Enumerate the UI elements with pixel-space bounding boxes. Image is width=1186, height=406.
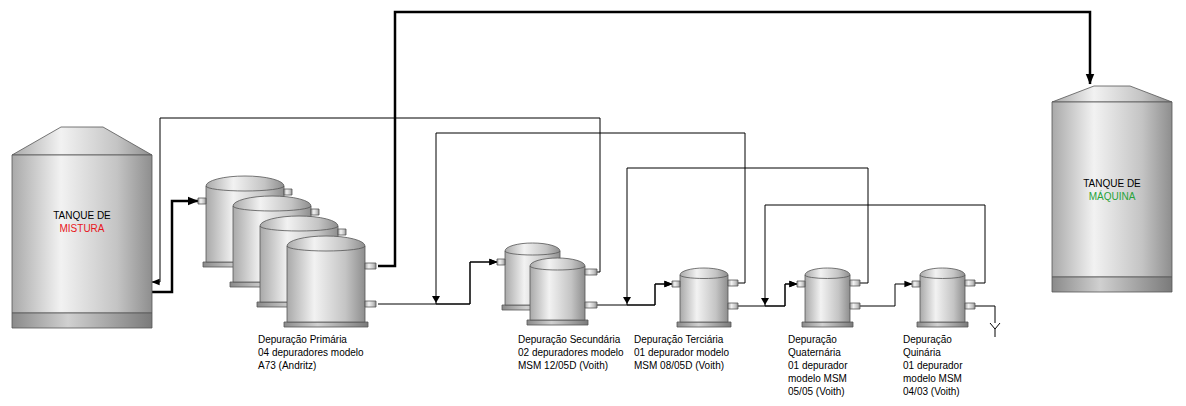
flow-line [860, 284, 912, 306]
tank-name: MÁQUINA [1052, 190, 1172, 203]
screen-stage: Depuração Quinária01 depurador modelo MS… [912, 266, 975, 326]
base-plate [917, 322, 968, 327]
dome-rim [233, 206, 311, 211]
nozzle [198, 198, 206, 204]
nozzle [585, 302, 597, 308]
nozzle [311, 209, 319, 215]
stage-spec: 04 depuradores modelo A73 (Andritz) [258, 346, 376, 372]
dome-rim [920, 275, 965, 279]
tank-label: TANQUE DE [12, 209, 152, 222]
screen-cylinder [805, 268, 850, 322]
tank-text: TANQUE DEMISTURA [12, 209, 152, 235]
flow-line [597, 284, 672, 305]
tank-label: TANQUE DE [1052, 177, 1172, 190]
base-plate [527, 320, 588, 325]
storage-tank: TANQUE DEMISTURA [12, 125, 152, 328]
junction-arrowhead [623, 297, 631, 304]
stage-title: Depuração Secundária [518, 333, 630, 346]
dome-rim [206, 186, 284, 191]
nozzle [672, 281, 680, 287]
junction-arrowhead [761, 298, 769, 305]
screen-stage: Depuração Primária04 depuradores modelo … [198, 176, 378, 328]
flow-line [152, 201, 198, 292]
equipment-outline [198, 176, 378, 328]
screen-stage: Depuração Terciária01 depurador modelo M… [672, 266, 738, 326]
tank-roof [1052, 86, 1172, 102]
stage-title: Depuração Primária [258, 333, 376, 346]
dome-rim [260, 226, 338, 231]
screen-stage: Depuração Secundária02 depuradores model… [497, 240, 597, 326]
dome-rim [287, 246, 365, 251]
tank-shell [12, 155, 152, 313]
equipment-outline [672, 266, 738, 326]
dome-rim [805, 275, 850, 279]
nozzle [497, 259, 505, 265]
nozzle [338, 229, 346, 235]
nozzle [965, 280, 975, 286]
stage-spec: 01 depurador modelo MSM 04/03 (Voith) [903, 359, 973, 398]
flow-line [378, 262, 497, 304]
base-plate [677, 322, 731, 327]
screen-cylinder [920, 268, 965, 322]
dome-rim [505, 251, 560, 255]
stage-caption: Depuração Quinária01 depurador modelo MS… [903, 333, 973, 398]
drain-symbol [990, 323, 1000, 337]
flow-line [738, 284, 797, 306]
nozzle [284, 189, 292, 195]
base-plate [802, 322, 853, 327]
stage-caption: Depuração Secundária02 depuradores model… [518, 333, 630, 372]
stage-caption: Depuração Quaternária01 depurador modelo… [788, 333, 858, 398]
screen-stage: Depuração Quaternária01 depurador modelo… [797, 266, 860, 326]
equipment-outline [912, 266, 975, 326]
flow-line [436, 133, 745, 304]
reject-line [975, 306, 995, 323]
nozzle [585, 269, 597, 275]
tank-shell [1052, 102, 1172, 277]
nozzle [365, 263, 376, 269]
nozzle [850, 280, 860, 286]
stage-title: Depuração Quinária [903, 333, 973, 359]
stage-spec: 02 depuradores modelo MSM 12/05D (Voith) [518, 346, 630, 372]
nozzle [850, 303, 860, 309]
stage-title: Depuração Terciária [634, 333, 738, 346]
nozzle [912, 281, 920, 287]
screen-cylinder [287, 236, 365, 322]
flow-line [378, 12, 1090, 266]
screen-cylinder [680, 268, 728, 322]
dome-rim [680, 275, 728, 279]
stage-spec: 01 depurador modelo MSM 08/05D (Voith) [634, 346, 738, 372]
junction-arrowhead [432, 296, 440, 303]
tank-text: TANQUE DEMÁQUINA [1052, 177, 1172, 203]
nozzle [797, 281, 805, 287]
nozzle [365, 301, 376, 307]
nozzle [965, 303, 975, 309]
screen-cylinder [530, 258, 585, 320]
tank-roof [12, 127, 152, 155]
tank-name: MISTURA [12, 222, 152, 235]
stage-caption: Depuração Terciária01 depurador modelo M… [634, 333, 738, 372]
equipment-outline [497, 240, 597, 326]
stage-title: Depuração Quaternária [788, 333, 858, 359]
tank-base [1052, 277, 1172, 292]
nozzle [728, 280, 738, 286]
nozzle [728, 303, 738, 309]
tank-base [12, 313, 152, 328]
dome-rim [530, 266, 585, 270]
stage-caption: Depuração Primária04 depuradores modelo … [258, 333, 376, 372]
stage-spec: 01 depurador modelo MSM 05/05 (Voith) [788, 359, 858, 398]
storage-tank: TANQUE DEMÁQUINA [1052, 84, 1172, 292]
equipment-outline [797, 266, 860, 326]
base-plate [284, 322, 368, 327]
